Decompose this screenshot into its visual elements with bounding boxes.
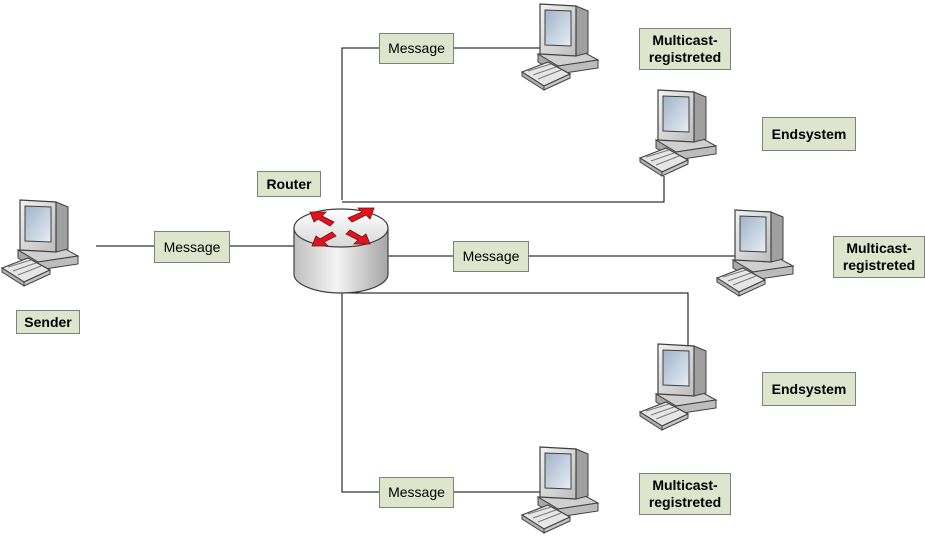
multicast-registered-label-2: Multicast- registreted	[833, 236, 925, 278]
endsystem-computer-icon-2	[639, 343, 717, 431]
connection-lines	[96, 47, 738, 493]
message-label-bottom: Message	[379, 477, 454, 508]
multicast-registered-label-1: Multicast- registreted	[639, 28, 731, 70]
multicast-registered-label-3: Multicast- registreted	[639, 473, 731, 515]
sender-label: Sender	[16, 310, 80, 334]
message-label-sender: Message	[154, 231, 230, 263]
link-router-bottom-receiver	[341, 293, 545, 493]
receiver-computer-icon-1	[521, 3, 599, 91]
sender-computer-icon	[1, 199, 79, 287]
link-router-top-receiver	[341, 47, 545, 200]
link-router-endsystem-1	[342, 176, 665, 203]
message-label-top: Message	[379, 33, 454, 64]
receiver-computer-icon-3	[521, 446, 599, 534]
link-router-endsystem-2	[342, 292, 689, 345]
router-label: Router	[257, 171, 321, 197]
receiver-computer-icon-2	[716, 209, 794, 297]
endsystem-label-2: Endsystem	[762, 372, 856, 406]
endsystem-label-1: Endsystem	[762, 117, 856, 151]
router-icon	[293, 207, 389, 294]
endsystem-computer-icon-1	[639, 89, 717, 177]
message-label-middle: Message	[453, 241, 529, 272]
